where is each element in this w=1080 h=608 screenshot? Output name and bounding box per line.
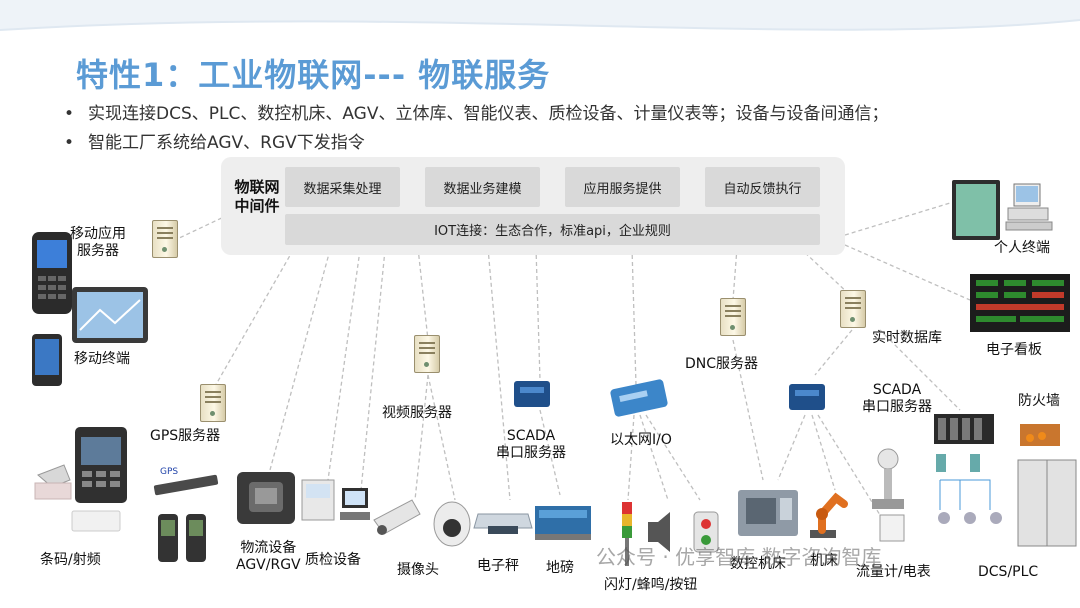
mobile-phone-icon	[32, 334, 62, 386]
video-server-label: 视频服务器	[382, 405, 452, 421]
quality-inspection-device-icon	[301, 479, 370, 521]
label-line: 串口服务器	[862, 399, 932, 415]
label-line: 物流设备	[240, 540, 297, 556]
handheld-scanner-icon	[32, 232, 72, 314]
watermark: 公众号 · 优享智库 数字咨询智库	[596, 545, 882, 569]
signal-light-buzzer-icon	[622, 502, 719, 566]
weighbridge-icon	[535, 506, 591, 540]
firewall-label: 防火墙	[1018, 393, 1060, 409]
flow-meter-icon	[872, 448, 905, 542]
ethernet-io-label: 以太网I/O	[610, 432, 672, 448]
middleware-box-data-collection: 数据采集处理	[285, 167, 400, 207]
gps-server-label: GPS服务器	[150, 428, 221, 444]
scada-serial-server-2-label: SCADA 串口服务器	[862, 382, 932, 416]
dcs-plc-system-icon	[934, 414, 1077, 547]
page-title: 特性1：工业物联网--- 物联服务	[76, 56, 551, 94]
cnc-machine-label: 数控机床	[730, 556, 786, 572]
label-line: 串口服务器	[496, 445, 566, 461]
electronic-scale-label: 电子秤	[477, 558, 519, 574]
middleware-iot-connection: IOT连接：生态合作，标准api，企业规则	[285, 214, 820, 245]
label-line: 移动应用	[70, 226, 126, 242]
mobile-terminal-label: 移动终端	[74, 351, 130, 367]
dnc-server-icon	[720, 298, 746, 336]
electronic-board-label: 电子看板	[986, 342, 1042, 358]
electronic-scale-icon	[473, 513, 533, 534]
scada-serial-server-2-icon	[789, 384, 825, 410]
camera-label: 摄像头	[397, 562, 439, 578]
header-wave-decoration	[0, 0, 1080, 31]
realtime-db-server-icon	[840, 290, 866, 328]
personal-terminal-icon	[952, 180, 1053, 240]
label-line: SCADA	[872, 382, 922, 398]
flow-meter-label: 流量计/电表	[856, 564, 931, 580]
robot-label: 机床	[810, 553, 838, 569]
middleware-box-app-service: 应用服务提供	[565, 167, 680, 207]
scada-serial-server-icon	[514, 381, 550, 407]
weighbridge-label: 地磅	[546, 560, 574, 576]
middleware-box-auto-feedback: 自动反馈执行	[705, 167, 820, 207]
logistics-agv-label: 物流设备 AGV/RGV	[236, 540, 301, 574]
scada-serial-server-label: SCADA 串口服务器	[496, 428, 566, 462]
dcs-plc-label: DCS/PLC	[978, 564, 1039, 580]
bullet-list: 实现连接DCS、PLC、数控机床、AGV、立体库、智能仪表、质检设备、计量仪表等…	[64, 100, 888, 158]
video-server-icon	[414, 335, 440, 373]
mobile-app-server-label: 移动应用 服务器	[70, 226, 126, 260]
middleware-box-data-modeling: 数据业务建模	[425, 167, 540, 207]
realtime-database-label: 实时数据库	[872, 330, 942, 346]
middleware-label: 物联网 中间件	[229, 178, 285, 216]
barcode-rfid-device-icon	[34, 427, 127, 532]
electronic-board-icon	[970, 274, 1070, 332]
middleware-label-line: 物联网	[234, 178, 280, 196]
quality-inspection-label: 质检设备	[305, 552, 361, 568]
camera-icon	[373, 499, 471, 547]
gps-device-icon: GPS	[153, 467, 219, 562]
signal-light-buzzer-label: 闪灯/蜂鸣/按钮	[604, 577, 698, 593]
gps-server-icon	[200, 384, 226, 422]
tablet-icon	[72, 287, 148, 343]
label-line: 服务器	[77, 243, 119, 259]
ethernet-io-icon	[610, 379, 668, 417]
svg-text:GPS: GPS	[160, 467, 178, 477]
industrial-robot-icon	[810, 492, 848, 538]
cnc-machine-icon	[738, 490, 798, 536]
middleware-label-line: 中间件	[234, 197, 280, 215]
label-line: AGV/RGV	[236, 557, 301, 573]
label-line: SCADA	[506, 428, 556, 444]
personal-terminal-label: 个人终端	[994, 240, 1050, 256]
mobile-app-server-icon	[152, 220, 178, 258]
bullet-item: 智能工厂系统给AGV、RGV下发指令	[64, 129, 888, 158]
agv-logistics-device-icon	[237, 472, 295, 524]
barcode-rfid-label: 条码/射频	[40, 552, 101, 568]
bullet-item: 实现连接DCS、PLC、数控机床、AGV、立体库、智能仪表、质检设备、计量仪表等…	[64, 100, 888, 129]
dnc-server-label: DNC服务器	[685, 356, 759, 372]
